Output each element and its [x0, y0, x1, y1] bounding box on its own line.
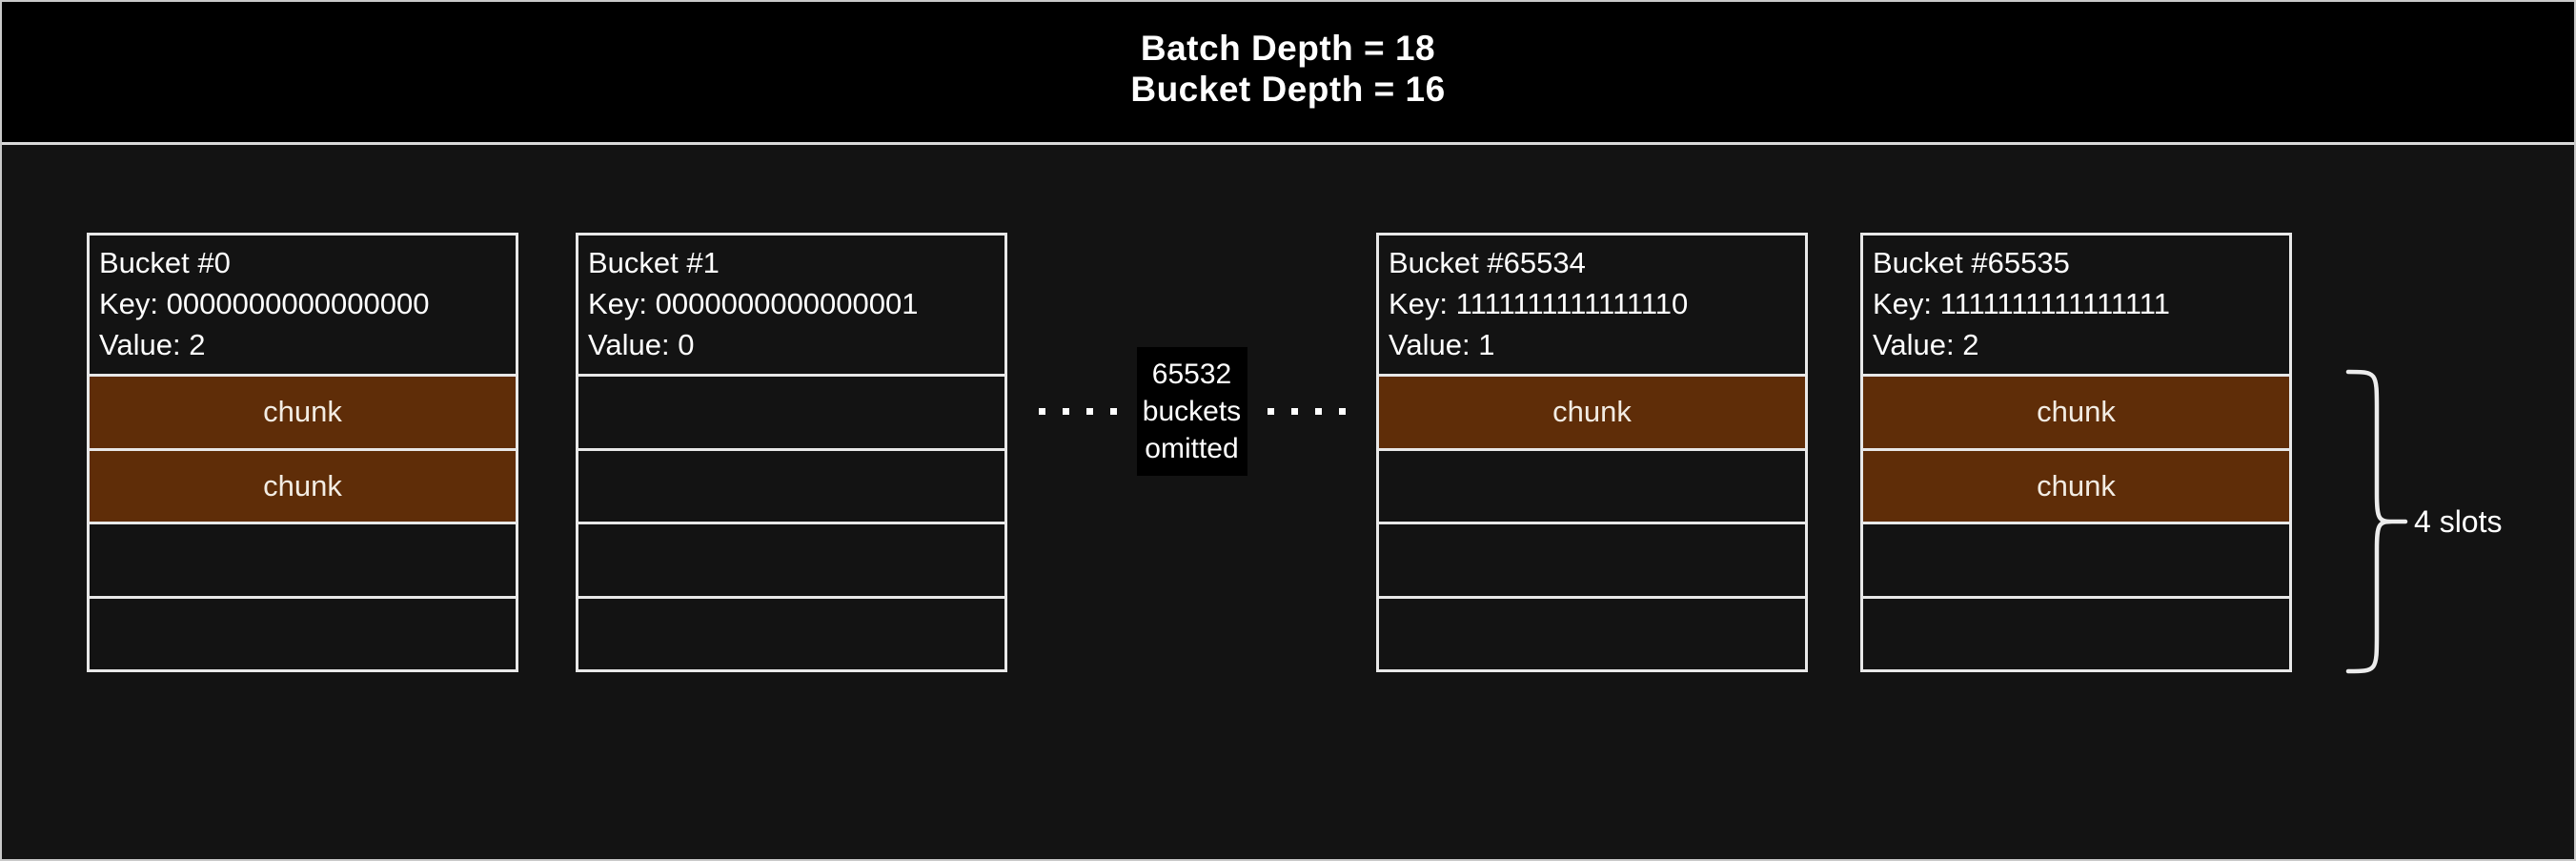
- bucket-key: Key: 1111111111111110: [1389, 287, 1689, 320]
- omitted-word-omitted: omitted: [1145, 432, 1239, 464]
- curly-brace-icon: [2345, 369, 2408, 674]
- omitted-count: 65532: [1151, 358, 1232, 390]
- bucket-value: Value: 2: [99, 328, 206, 361]
- ellipsis-dot: [1338, 407, 1346, 415]
- bucket-slot: [90, 595, 516, 670]
- ellipsis-dot: [1062, 407, 1069, 415]
- bucket-title: Bucket #0: [99, 246, 231, 279]
- bucket-slot: chunk: [90, 374, 516, 448]
- slots-count-label: 4 slots: [2414, 504, 2503, 539]
- bucket-slot: chunk: [1379, 374, 1805, 448]
- bucket-slot: [578, 595, 1004, 670]
- bucket-key: Key: 0000000000000000: [99, 287, 430, 320]
- bucket-slot: [1379, 522, 1805, 596]
- bucket-title: Bucket #1: [588, 246, 720, 279]
- omitted-word-buckets: buckets: [1142, 395, 1242, 427]
- ellipsis-dot: [1290, 407, 1298, 415]
- bucket-card-0: Bucket #0 Key: 0000000000000000 Value: 2…: [87, 233, 518, 672]
- bucket-info: Bucket #65534 Key: 1111111111111110 Valu…: [1379, 236, 1805, 374]
- bucket-info: Bucket #1 Key: 0000000000000001 Value: 0: [578, 236, 1004, 374]
- bucket-slot: [1863, 595, 2289, 670]
- bucket-title: Bucket #65534: [1389, 246, 1586, 279]
- header-band: Batch Depth = 18 Bucket Depth = 16: [2, 2, 2574, 145]
- bucket-key: Key: 1111111111111111: [1873, 287, 2170, 320]
- bucket-slot: [578, 522, 1004, 596]
- bucket-slot: [578, 374, 1004, 448]
- ellipsis-dot: [1038, 407, 1045, 415]
- bucket-slot: [1379, 447, 1805, 523]
- bucket-card-65535: Bucket #65535 Key: 1111111111111111 Valu…: [1860, 233, 2292, 672]
- bucket-card-65534: Bucket #65534 Key: 1111111111111110 Valu…: [1376, 233, 1808, 672]
- bucket-slot: [1379, 595, 1805, 670]
- ellipsis-dot: [1085, 407, 1093, 415]
- bucket-key: Key: 0000000000000001: [588, 287, 919, 320]
- bucket-slot: [578, 447, 1004, 523]
- batch-depth-title: Batch Depth = 18: [1140, 29, 1436, 68]
- bucket-card-1: Bucket #1 Key: 0000000000000001 Value: 0: [576, 233, 1007, 672]
- ellipsis-dot: [1267, 407, 1274, 415]
- omitted-buckets-label: 65532 buckets omitted: [1136, 346, 1247, 476]
- bucket-slot: chunk: [90, 447, 516, 522]
- bucket-slot: chunk: [1863, 374, 2289, 448]
- ellipsis-dot: [1109, 407, 1117, 415]
- bucket-depth-title: Bucket Depth = 16: [1130, 70, 1446, 109]
- ellipsis-dot: [1314, 407, 1322, 415]
- bucket-title: Bucket #65535: [1873, 246, 2070, 279]
- bucket-slot: [90, 522, 516, 596]
- bucket-info: Bucket #65535 Key: 1111111111111111 Valu…: [1863, 236, 2289, 374]
- bucket-value: Value: 0: [588, 328, 695, 361]
- omitted-buckets-zone: 65532 buckets omitted: [1007, 346, 1376, 476]
- bucket-slot: chunk: [1863, 447, 2289, 522]
- bucket-value: Value: 2: [1873, 328, 1979, 361]
- bucket-value: Value: 1: [1389, 328, 1495, 361]
- bucket-slot: [1863, 522, 2289, 596]
- bucket-info: Bucket #0 Key: 0000000000000000 Value: 2: [90, 236, 516, 374]
